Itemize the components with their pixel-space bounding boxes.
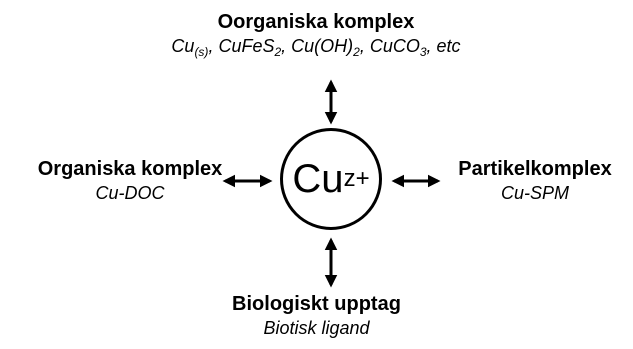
center-ion-base: Cu (292, 157, 344, 201)
formula-part: Cu (171, 36, 195, 56)
left-node-subtitle: Cu-DOC (95, 183, 165, 203)
bottom-node-subtitle: Biotisk ligand (263, 318, 370, 338)
left-node: Organiska komplex Cu-DOC (0, 157, 260, 205)
bottom-node: Biologiskt upptag Biotisk ligand (180, 292, 453, 340)
right-node-title: Partikelkomplex (458, 158, 612, 180)
top-node-title: Oorganiska komplex (217, 11, 415, 33)
formula-subscript: (s) (194, 45, 209, 59)
top-node-formulas: Cu(s), CuFeS2, Cu(OH)2, CuCO3, etc (116, 34, 516, 58)
left-node-title: Organiska komplex (37, 158, 223, 180)
right-node: Partikelkomplex Cu-SPM (430, 157, 633, 205)
formula-subscript: 2 (274, 45, 282, 59)
formula-part: , etc (426, 36, 461, 56)
top-node: Oorganiska komplex Cu(s), CuFeS2, Cu(OH)… (116, 10, 516, 58)
bottom-node-title: Biologiskt upptag (232, 293, 401, 315)
formula-subscript: 3 (419, 45, 427, 59)
formula-subscript: 2 (353, 45, 360, 59)
formula-part: , CuCO (359, 36, 420, 56)
formula-part: , CuFeS (208, 36, 275, 56)
center-circle (280, 128, 382, 230)
right-node-subtitle: Cu-SPM (500, 183, 569, 203)
formula-part: , Cu(OH) (281, 36, 354, 56)
